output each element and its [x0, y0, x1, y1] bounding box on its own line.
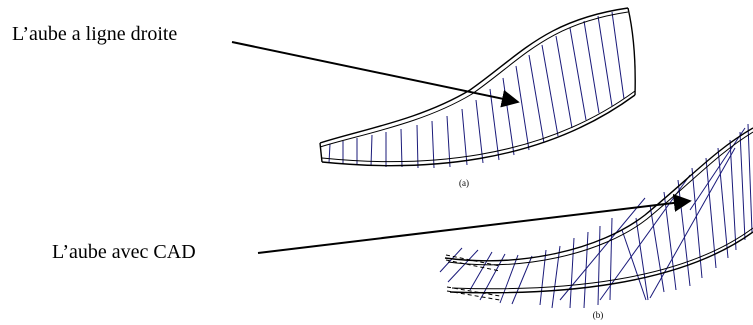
- blade-b-ruling-line: [469, 251, 493, 291]
- blade-b-ruling-line: [559, 197, 646, 301]
- blade-b-ruling-line: [609, 217, 613, 301]
- blade-b-ruling-line: [635, 217, 649, 301]
- blade-a-ruling-line: [611, 11, 625, 100]
- blade-a-ruling-line: [597, 15, 613, 107]
- blade-b-ruling-line: [499, 254, 519, 304]
- blade-b-top-edge: [444, 127, 753, 262]
- blade-a-ruling-line: [555, 35, 573, 129]
- blade-a-right-cap: [627, 7, 636, 96]
- blade-b-ruling-line: [511, 255, 533, 305]
- blade-b-ruling-line: [621, 229, 647, 301]
- blade-b-ruling-line: [551, 245, 561, 309]
- blade-a-ruling-line: [400, 128, 403, 168]
- blade-a-ruling-line: [502, 77, 515, 156]
- blade-b-ruling-line: [691, 167, 703, 279]
- blade-b-dashed-bottom-2: [446, 290, 501, 301]
- blade-b-ruling-line: [649, 204, 665, 293]
- blade-a-top-edge: [319, 7, 629, 144]
- blade-a-ruling-line: [515, 65, 530, 151]
- blade-a-ruling-line: [541, 44, 559, 137]
- blade-a-left-cap: [319, 142, 323, 163]
- blade-b-ruling-line: [677, 179, 691, 287]
- blade-a-ruling-line: [461, 108, 468, 166]
- blade-b-rulings: [439, 123, 753, 309]
- blade-b-dashed-top: [445, 254, 501, 267]
- blade-b-bottom-edge: [449, 231, 753, 294]
- blade-b-ruling-line: [729, 139, 737, 251]
- blade-b-ruling-line: [705, 157, 717, 269]
- straight-blade-arrow: [231, 41, 520, 108]
- blade-b-bottom-edge-inner: [451, 227, 753, 290]
- blade-b-ruling-line: [663, 191, 677, 291]
- blade-b-ruling-line: [447, 249, 479, 283]
- blade-b-dashed-bottom: [446, 286, 501, 297]
- blade-b-ruling-line: [747, 123, 753, 233]
- blade-a-ruling-line: [370, 134, 373, 167]
- blade-a-ruling-line: [489, 88, 500, 161]
- blade-a-ruling-line: [431, 120, 435, 169]
- blade-b-ruling-line: [539, 249, 547, 306]
- blade-a-top-edge-inner: [319, 11, 629, 148]
- cad-blade-label: L’aube avec CAD: [52, 241, 196, 263]
- blade-a-bottom-edge-inner: [321, 90, 636, 163]
- blade-a-bottom-edge: [321, 94, 636, 167]
- blade-a-ruling-line: [583, 20, 600, 114]
- blade-a-ruling-line: [528, 54, 545, 144]
- subfigure-b-label: (b): [593, 310, 604, 320]
- blade-b-dashed-top-2: [445, 259, 501, 272]
- blade-b-ruling-line: [717, 147, 729, 259]
- subfigure-a-label: (a): [459, 178, 469, 188]
- blade-b-ruling-line: [439, 247, 463, 273]
- blade-b-ruling-line: [597, 225, 601, 306]
- blade-a-ruling-line: [328, 143, 331, 164]
- blade-a-ruling-line: [475, 99, 484, 164]
- cad-blade-arrow: [257, 194, 692, 254]
- cad-blade: [439, 123, 753, 309]
- blade-b-ruling-line: [689, 127, 746, 211]
- blade-b-ruling-line: [739, 131, 746, 241]
- straight-blade-label: L’aube a ligne droite: [12, 23, 177, 45]
- blade-a-ruling-line: [569, 27, 587, 121]
- straight-line-blade: [319, 7, 636, 169]
- blade-b-top-edge-inner: [447, 131, 753, 266]
- blade-a-rulings: [328, 11, 625, 169]
